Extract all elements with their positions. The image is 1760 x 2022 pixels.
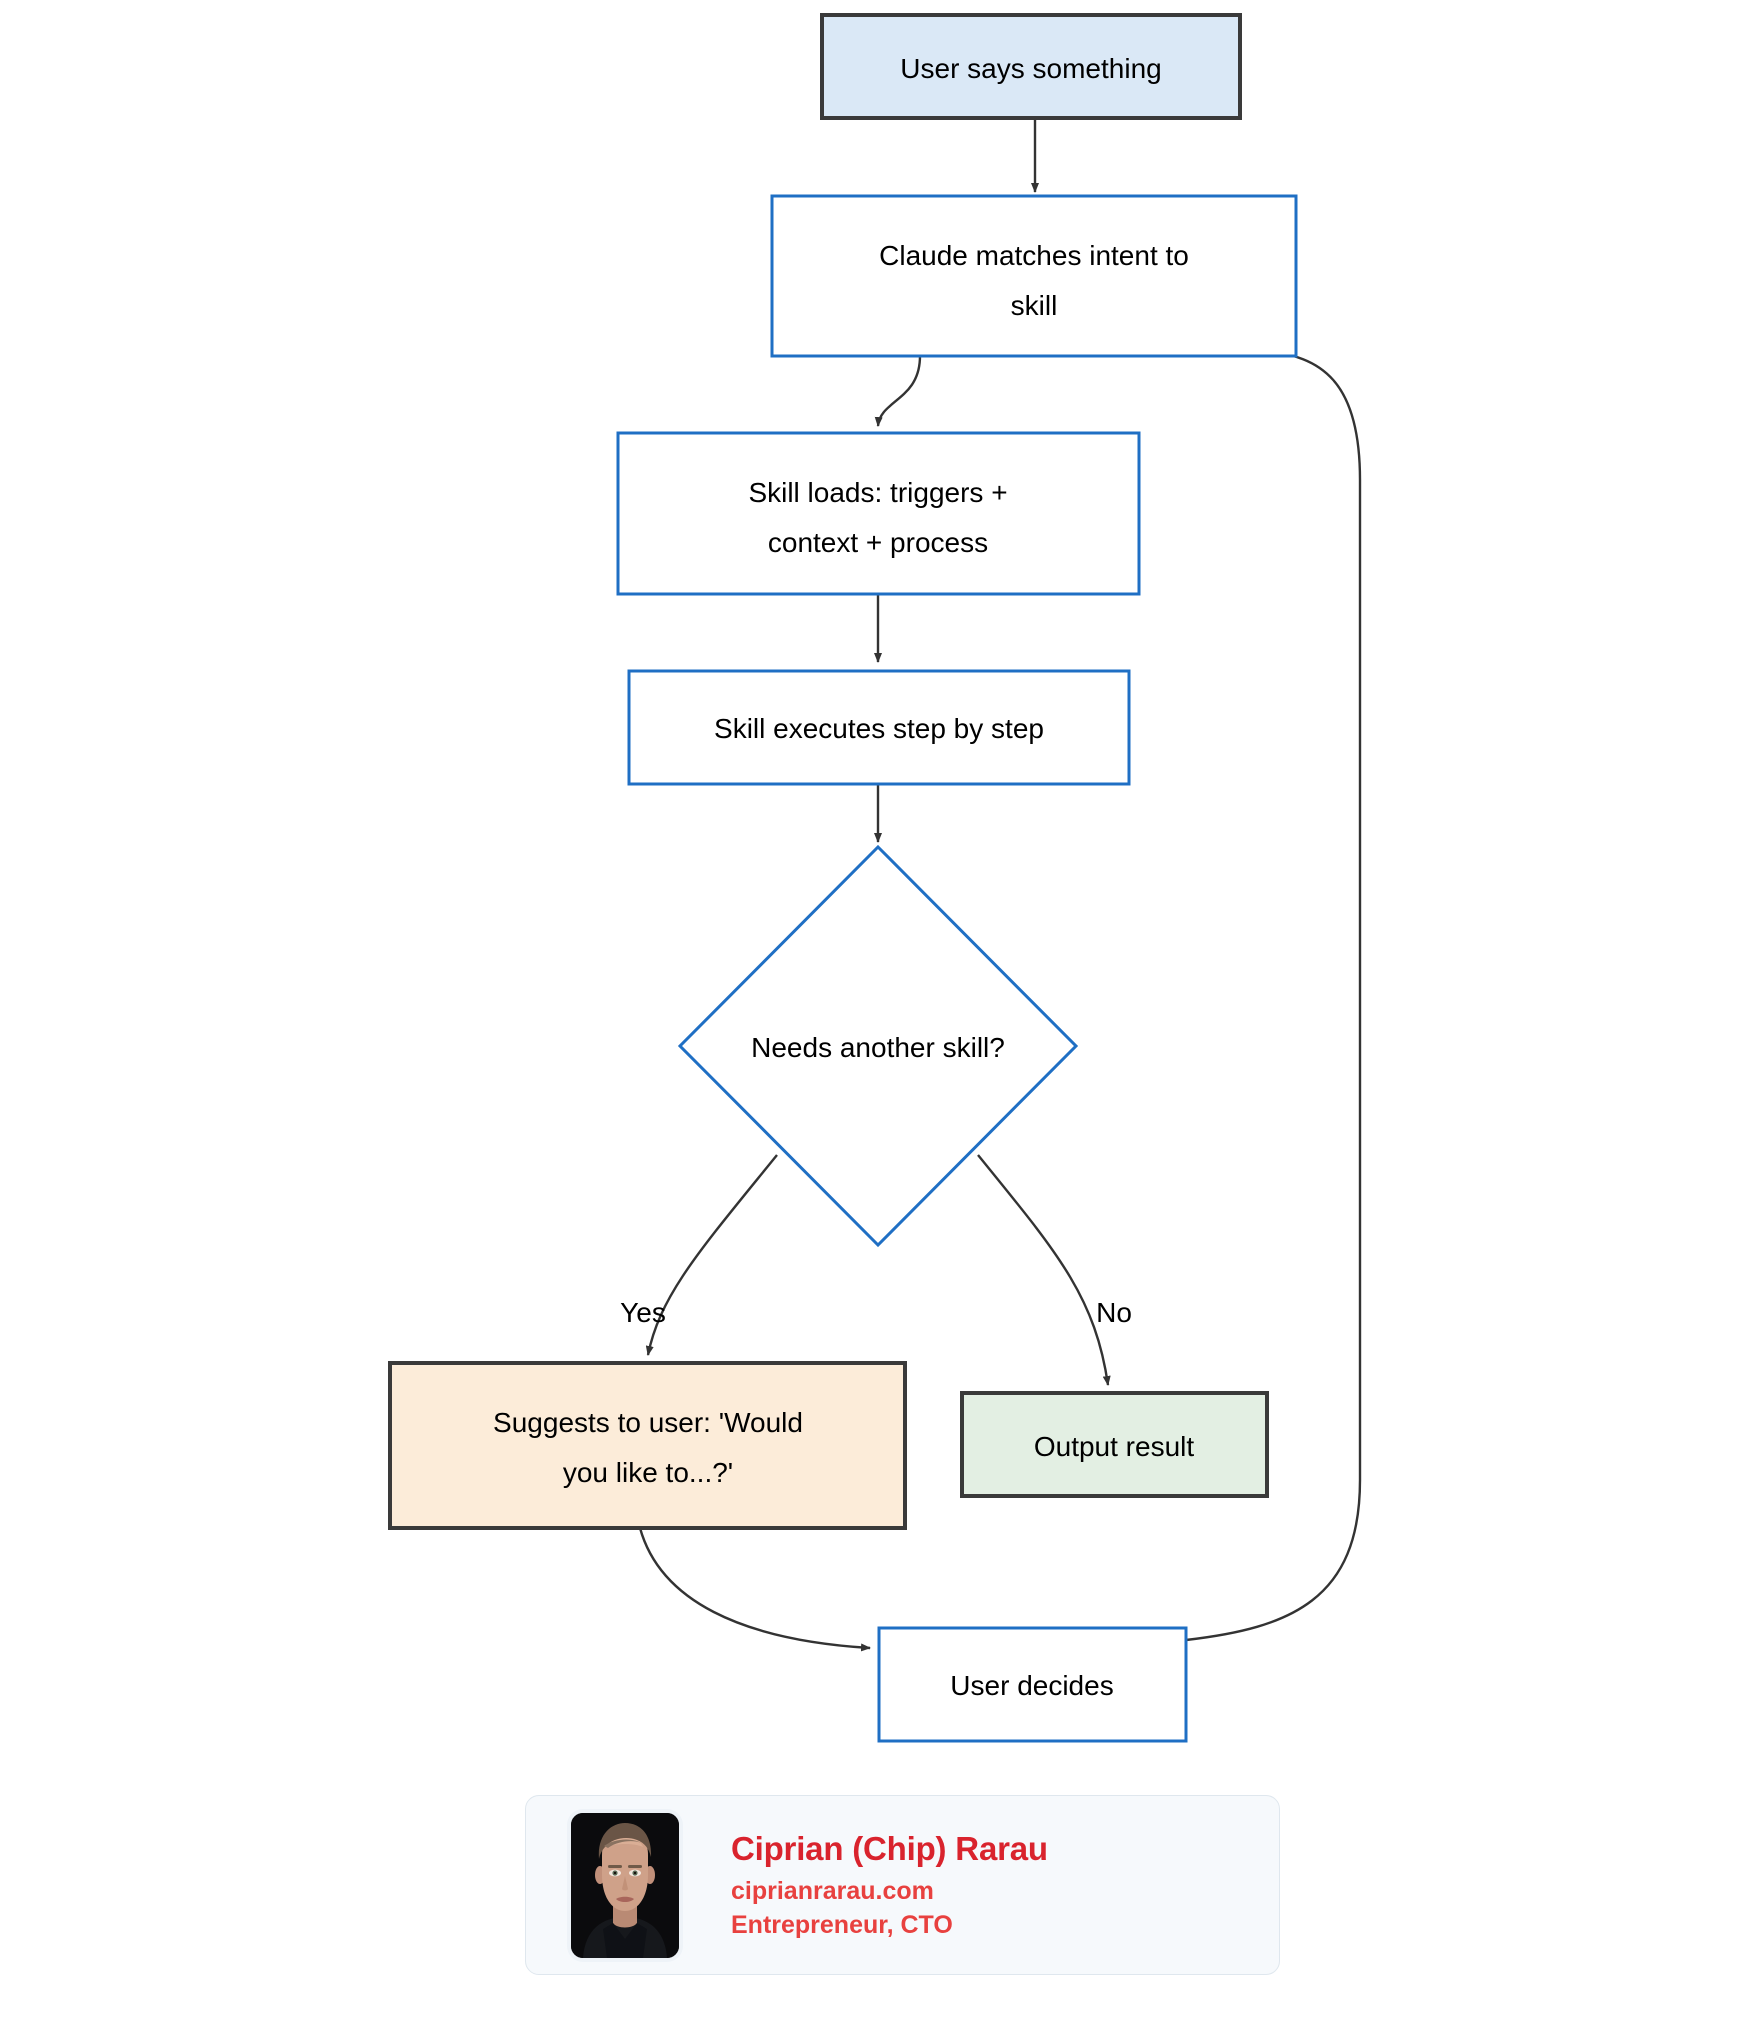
node-output-result-label: Output result [1034, 1431, 1195, 1462]
node-output-result[interactable]: Output result [960, 1391, 1269, 1498]
edge-needs-skill-yes-to-suggests [645, 1154, 778, 1356]
node-needs-another-skill-label: Needs another skill? [751, 1032, 1005, 1063]
node-skill-loads-label-line1: Skill loads: triggers + [748, 477, 1007, 508]
profile-info: Ciprian (Chip) Rarau ciprianrarau.com En… [731, 1829, 1048, 1940]
node-skill-loads-label-line2: context + process [768, 527, 988, 558]
node-user-says-something[interactable]: User says something [820, 13, 1242, 120]
node-needs-another-skill[interactable]: Needs another skill? [677, 844, 1079, 1248]
edge-label-no: No [1096, 1297, 1132, 1328]
node-claude-matches-intent[interactable]: Claude matches intent to skill [770, 194, 1298, 358]
node-suggests-to-user-label-line2: you like to...?' [563, 1457, 733, 1488]
profile-card[interactable]: Ciprian (Chip) Rarau ciprianrarau.com En… [525, 1795, 1280, 1975]
profile-website[interactable]: ciprianrarau.com [731, 1876, 934, 1905]
node-user-decides-label: User decides [950, 1670, 1113, 1701]
node-claude-matches-intent-label-line2: skill [1011, 290, 1058, 321]
edge-needs-skill-no-to-output [977, 1154, 1111, 1386]
node-skill-executes-label: Skill executes step by step [714, 713, 1044, 744]
node-skill-loads[interactable]: Skill loads: triggers + context + proces… [616, 431, 1141, 596]
avatar [571, 1812, 679, 1958]
headshot-photo-icon [571, 1812, 679, 1958]
profile-role: Entrepreneur, CTO [731, 1911, 953, 1940]
edge-user-decides-to-claude-match-loop [1185, 347, 1362, 1642]
node-user-decides[interactable]: User decides [877, 1626, 1188, 1743]
node-suggests-to-user[interactable]: Suggests to user: 'Would you like to...?… [388, 1361, 907, 1530]
node-skill-executes[interactable]: Skill executes step by step [627, 669, 1131, 786]
edge-suggests-to-user-decides [638, 1527, 871, 1652]
node-suggests-to-user-label-line1: Suggests to user: 'Would [493, 1407, 803, 1438]
node-user-says-something-label: User says something [900, 53, 1161, 84]
node-claude-matches-intent-label-line1: Claude matches intent to [879, 240, 1189, 271]
edge-label-yes: Yes [620, 1297, 666, 1328]
edge-claude-match-to-skill-loads [874, 355, 922, 427]
edge-group [638, 118, 1362, 1652]
profile-name: Ciprian (Chip) Rarau [731, 1830, 1048, 1868]
